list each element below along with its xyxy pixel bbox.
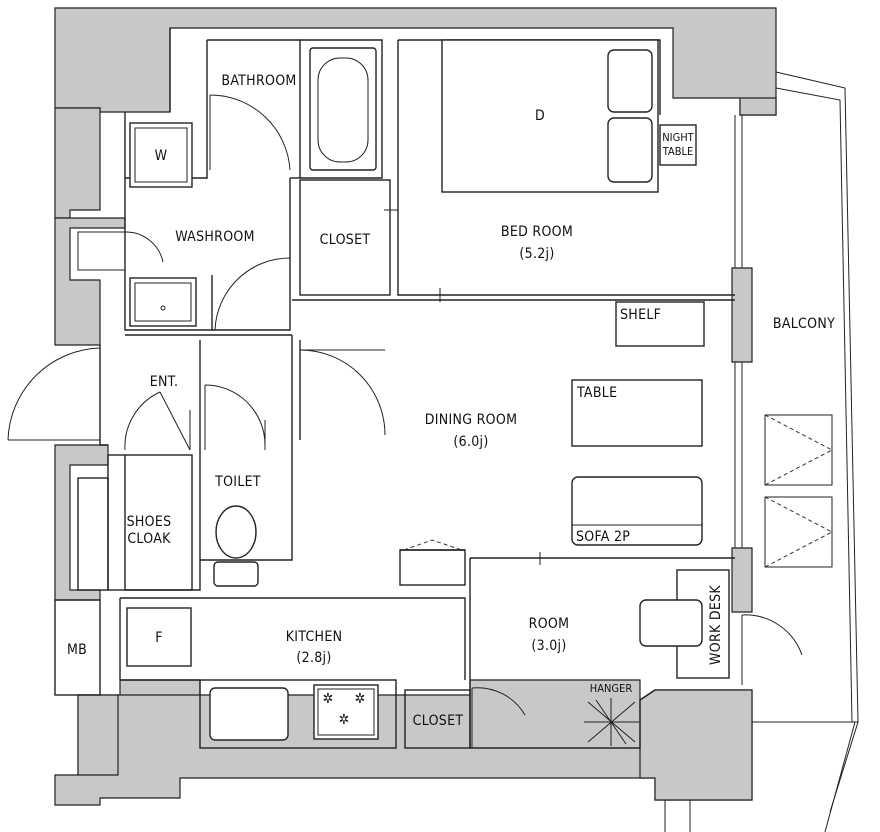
toilet-tank: [213, 561, 259, 587]
balcony-label: BALCONY: [773, 316, 835, 332]
burner-2: ✲: [355, 691, 366, 707]
entrance-label: ENT.: [150, 374, 179, 390]
toilet-bowl: [215, 505, 257, 559]
fridge: [126, 607, 192, 667]
stove: [313, 684, 379, 740]
washroom-label: WASHROOM: [175, 229, 255, 245]
balcony: [664, 71, 859, 832]
hanger-label: HANGER: [590, 682, 633, 695]
room-label: ROOM: [529, 616, 570, 632]
burner-1: ✲: [323, 691, 334, 707]
room-labels: BATHROOM WASHROOM CLOSET BED ROOM (5.2j)…: [67, 73, 835, 729]
fridge-label: F: [155, 630, 163, 646]
bed-label: D: [535, 108, 545, 124]
shoes-label: SHOES: [127, 514, 172, 530]
pillow-bottom: [607, 117, 653, 183]
room-size: (3.0j): [531, 638, 566, 654]
closet-lower-label: CLOSET: [413, 713, 464, 729]
hanger: [584, 698, 639, 746]
washbasin: [129, 277, 197, 327]
shelf: [615, 301, 705, 347]
doors: [7, 94, 803, 748]
dining-label: DINING ROOM: [425, 412, 517, 428]
bedroom-label: BED ROOM: [501, 224, 573, 240]
night-table: [659, 124, 697, 166]
burner-3: ✲: [339, 712, 350, 728]
night-table-label-1: NIGHT: [662, 131, 694, 144]
bathtub: [309, 47, 377, 171]
cloak-label: CLOAK: [127, 531, 171, 547]
table: [571, 379, 703, 447]
kitchen-size: (2.8j): [296, 650, 331, 666]
work-desk-label: WORK DESK: [708, 585, 724, 665]
sofa: [571, 476, 703, 546]
desk-chair: [639, 599, 703, 647]
night-table-label-2: TABLE: [662, 145, 694, 158]
toilet-label: TOILET: [214, 474, 261, 490]
dining-size: (6.0j): [453, 434, 488, 450]
washer-label: W: [155, 148, 168, 164]
washer: [129, 122, 193, 188]
kitchen-label: KITCHEN: [286, 629, 343, 645]
table-label: TABLE: [576, 385, 617, 401]
shelf-label: SHELF: [620, 307, 661, 323]
fixtures: W D NIGHT TABLE SHELF TABLE SOFA 2P F: [126, 39, 730, 746]
kitchen-sink: [209, 687, 289, 741]
sofa-label: SOFA 2P: [576, 529, 630, 545]
closet-upper-label: CLOSET: [320, 232, 371, 248]
pillow-top: [607, 49, 653, 113]
bathroom-label: BATHROOM: [221, 73, 296, 89]
bedroom-size: (5.2j): [519, 246, 554, 262]
mb-label: MB: [67, 642, 87, 658]
